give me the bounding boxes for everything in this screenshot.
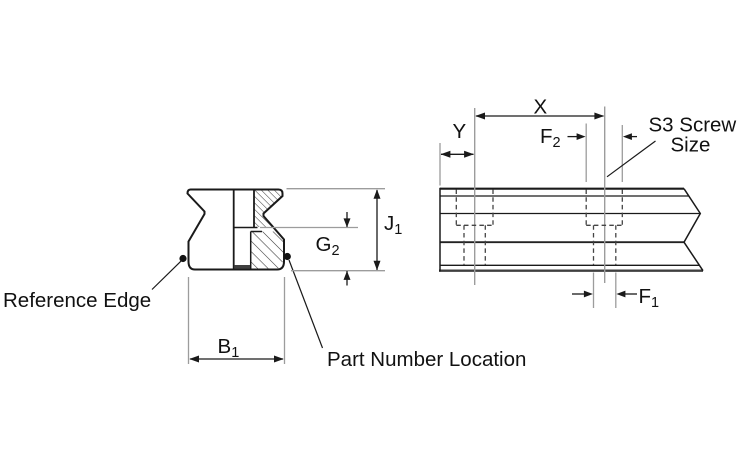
part-number-dot	[283, 252, 291, 261]
j1-arrow-bottom	[373, 260, 381, 271]
g2-label: G2	[316, 233, 340, 259]
dimension-f2: F2	[540, 123, 637, 182]
side-view	[439, 106, 704, 285]
x-arrow-right	[594, 112, 605, 120]
x-label: X	[534, 96, 548, 119]
hole1-hidden-lines	[455, 189, 494, 265]
dimension-j1: J1	[286, 188, 402, 272]
section-hatch-lower	[251, 231, 284, 269]
j1-arrow-top	[373, 189, 381, 199]
y-arrow-left	[440, 150, 451, 158]
reference-edge-dot	[179, 254, 187, 263]
y-arrow-right	[464, 150, 474, 158]
f2-arrow-left	[576, 133, 586, 140]
s3-label-line1: S3 Screw	[649, 114, 737, 137]
b1-arrow-left	[189, 355, 199, 363]
b1-label: B1	[218, 335, 240, 361]
annotation-s3-screw-size: S3 Screw Size	[606, 114, 737, 178]
dimension-x: X	[475, 96, 605, 120]
f2-label: F2	[540, 125, 561, 151]
f1-arrow-right	[616, 290, 626, 298]
j1-label: J1	[384, 212, 402, 238]
b1-arrow-right	[274, 355, 284, 363]
part-number-leader-line	[288, 259, 324, 349]
reference-edge-leader-line	[151, 260, 182, 290]
s3-leader-line	[606, 140, 656, 178]
dimension-y: Y	[439, 120, 474, 186]
part-number-location-label: Part Number Location	[327, 348, 526, 371]
cross-section-view	[151, 188, 324, 349]
f1-arrow-left	[583, 290, 593, 298]
s3-label-line2: Size	[671, 134, 711, 157]
rail-profile-outline	[186, 188, 285, 271]
reference-edge-label: Reference Edge	[3, 289, 151, 312]
dimension-g2: G2	[260, 212, 358, 286]
f2-arrow-right	[622, 133, 632, 140]
g2-arrow-top	[343, 218, 351, 228]
rail-break-symbol	[683, 188, 704, 272]
hole2-hidden-lines	[585, 189, 623, 265]
dimension-b1: B1	[187, 277, 286, 364]
dimension-f1: F1	[572, 272, 660, 311]
x-arrow-left	[475, 112, 485, 120]
y-label: Y	[453, 120, 467, 143]
g2-arrow-bottom	[343, 270, 351, 280]
hole-exit-band	[234, 265, 250, 269]
f1-label: F1	[639, 285, 660, 311]
